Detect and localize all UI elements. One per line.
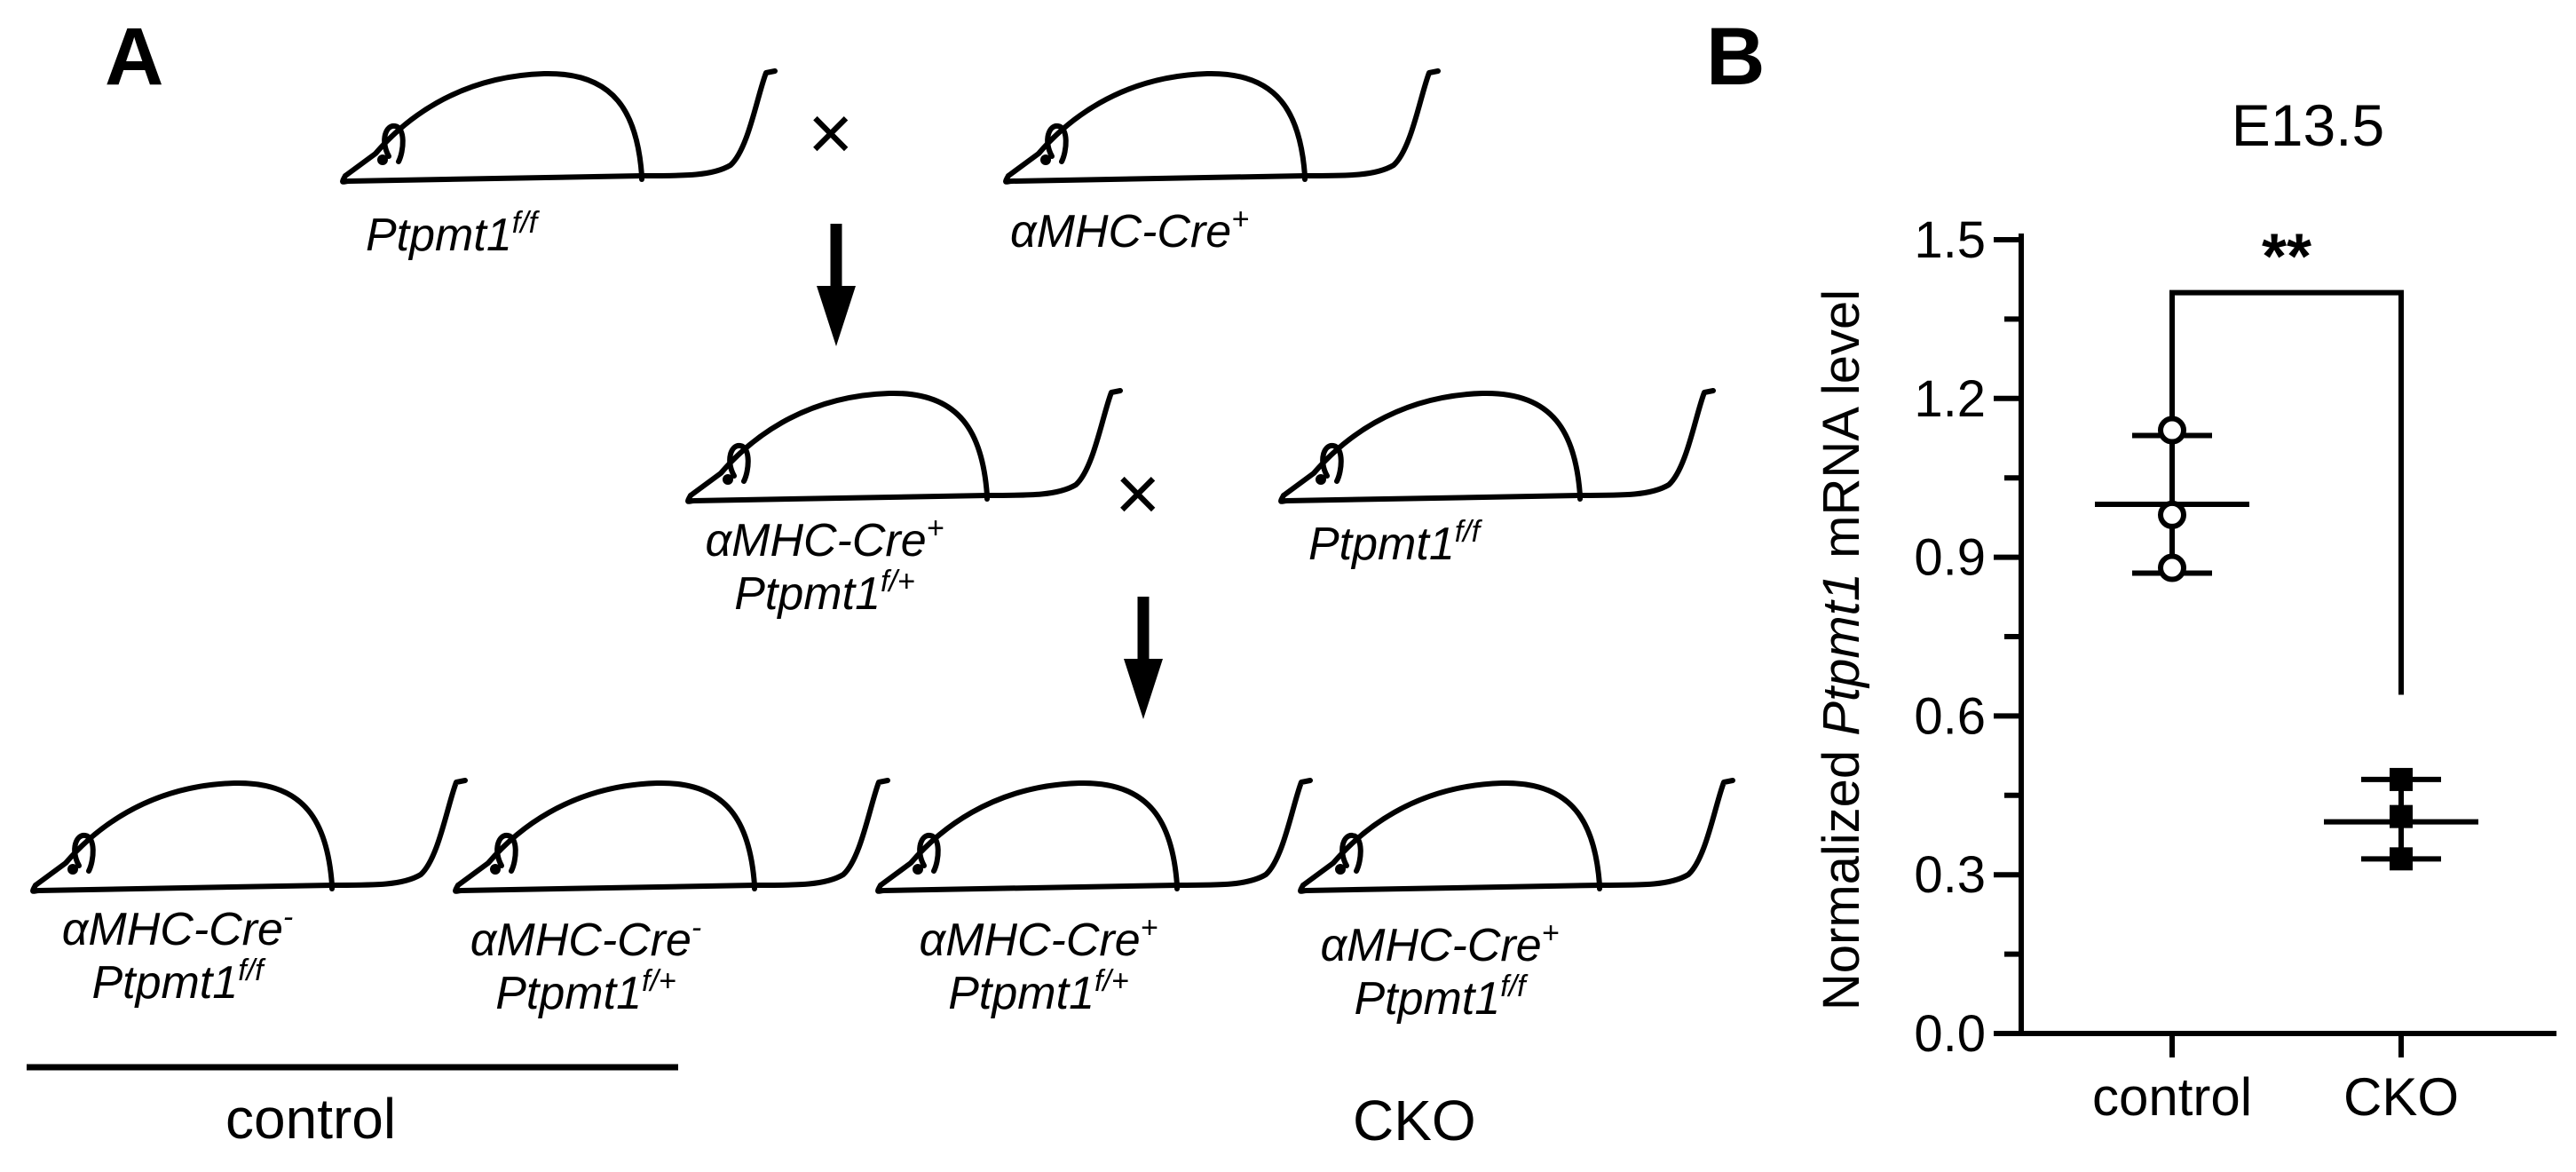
genotype-gen1-right: αMHC-Cre+ xyxy=(1010,202,1250,257)
genotype-offspring-3: αMHC-Cre+ Ptpmt1f/+ xyxy=(919,911,1158,1019)
x-tick-label: control xyxy=(2092,1067,2252,1127)
panel-a-label: A xyxy=(105,12,164,102)
cross-symbol-gen1: × xyxy=(808,89,854,177)
panel-b-label: B xyxy=(1706,12,1766,102)
control-group-label: control xyxy=(225,1087,397,1151)
genotype-offspring-1: αMHC-Cre- Ptpmt1f/f xyxy=(61,900,294,1009)
y-tick-label: 0.3 xyxy=(1914,846,1986,904)
genotype-gen1-left: Ptpmt1f/f xyxy=(366,206,538,261)
data-point xyxy=(2158,553,2186,582)
genotype-gen2-left: αMHC-Cre+ Ptpmt1f/+ xyxy=(705,511,944,620)
significance-label: ** xyxy=(2262,222,2311,293)
y-tick-label: 1.2 xyxy=(1914,370,1986,428)
data-point xyxy=(2390,767,2413,791)
data-point xyxy=(2390,847,2413,871)
y-tick-label: 0.0 xyxy=(1914,1005,1986,1063)
cross-symbol-gen2: × xyxy=(1115,449,1161,537)
y-tick-label: 0.9 xyxy=(1914,529,1986,587)
genotype-offspring-4: αMHC-Cre+ Ptpmt1f/f xyxy=(1320,916,1560,1025)
x-tick-label: CKO xyxy=(2343,1067,2459,1127)
arrow-down-2 xyxy=(1124,597,1163,719)
genotype-gen2-right: Ptpmt1f/f xyxy=(1308,515,1481,570)
y-tick-label: 1.5 xyxy=(1914,211,1986,269)
y-axis-label: Normalized Ptpmt1 mRNA level xyxy=(1813,289,1870,1010)
arrow-down-1 xyxy=(817,224,856,346)
data-point xyxy=(2390,804,2413,828)
significance-bracket xyxy=(2169,289,2404,695)
chart-title: E13.5 xyxy=(2232,92,2384,158)
y-tick-label: 0.6 xyxy=(1914,687,1986,745)
cko-group-label: CKO xyxy=(1353,1089,1476,1152)
genotype-offspring-2: αMHC-Cre- Ptpmt1f/+ xyxy=(470,911,702,1019)
data-point xyxy=(2158,500,2186,529)
data-point xyxy=(2158,416,2186,445)
